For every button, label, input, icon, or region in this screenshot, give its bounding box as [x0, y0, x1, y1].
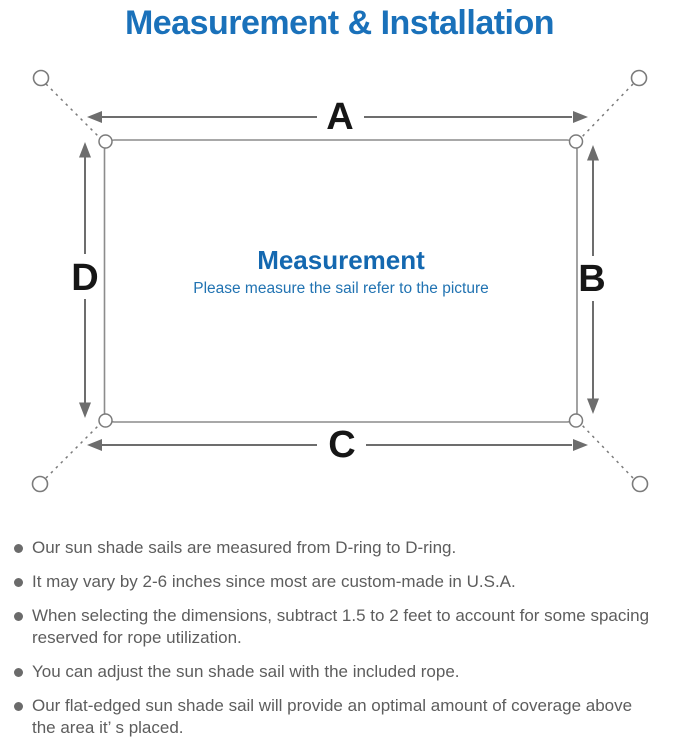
rope-top-right [579, 83, 634, 140]
sail-d-rings [98, 134, 584, 428]
dimension-d: D [71, 142, 99, 418]
anchor-ring-bottom-left-icon [31, 475, 49, 493]
d-ring-top-right-icon [568, 134, 584, 149]
bullet-icon [14, 702, 23, 711]
arrow-d-up-head-icon [79, 142, 91, 158]
dimension-label-d: D [71, 257, 98, 299]
list-item: It may vary by 2-6 inches since most are… [14, 571, 662, 593]
rope-top-left [45, 83, 102, 140]
list-item: Our sun shade sails are measured from D-… [14, 537, 662, 559]
diagram-caption: Measurement Please measure the sail refe… [193, 245, 489, 297]
sail-measurement-diagram: A C D [0, 60, 679, 515]
bullet-icon [14, 668, 23, 677]
dimension-label-a: A [326, 96, 353, 138]
arrow-c-right-head-icon [573, 439, 588, 451]
note-text: It may vary by 2-6 inches since most are… [32, 572, 516, 591]
dimension-label-b: B [578, 258, 605, 300]
list-item: When selecting the dimensions, subtract … [14, 605, 662, 649]
sail-diagram-svg: A C D [31, 69, 649, 493]
anchor-ring-top-right-icon [630, 69, 648, 87]
dimension-c: C [87, 424, 588, 466]
arrow-c-left-head-icon [87, 439, 102, 451]
arrow-d-down-head-icon [79, 402, 91, 418]
note-text: When selecting the dimensions, subtract … [32, 606, 650, 647]
arrow-a-right-head-icon [573, 111, 588, 123]
arrow-b-up-head-icon [587, 145, 599, 161]
rope-bottom-left [45, 422, 102, 479]
anchor-ring-top-left-icon [32, 69, 50, 87]
bullet-icon [14, 544, 23, 553]
arrow-b-down-head-icon [587, 398, 599, 414]
rope-bottom-right [579, 422, 634, 479]
rope-lines [45, 83, 634, 479]
note-text: Our flat-edged sun shade sail will provi… [32, 696, 633, 737]
d-ring-bottom-right-icon [568, 413, 584, 428]
sail-outline [103, 139, 578, 423]
notes-list: Our sun shade sails are measured from D-… [0, 537, 679, 739]
diagram-caption-title: Measurement [257, 245, 425, 275]
dimension-a: A [87, 96, 588, 138]
anchor-ring-bottom-right-icon [631, 475, 649, 493]
bullet-icon [14, 612, 23, 621]
bullet-icon [14, 578, 23, 587]
list-item: Our flat-edged sun shade sail will provi… [14, 695, 662, 739]
diagram-caption-subtitle: Please measure the sail refer to the pic… [193, 280, 489, 297]
list-item: You can adjust the sun shade sail with t… [14, 661, 662, 683]
note-text: Our sun shade sails are measured from D-… [32, 538, 457, 557]
d-ring-top-left-icon [98, 134, 113, 149]
arrow-a-left-head-icon [87, 111, 102, 123]
anchor-points [31, 69, 649, 493]
dimension-b: B [578, 145, 606, 414]
page-title: Measurement & Installation [124, 4, 555, 42]
d-ring-bottom-left-icon [98, 413, 113, 428]
dimension-label-c: C [328, 424, 355, 466]
note-text: You can adjust the sun shade sail with t… [32, 662, 460, 681]
